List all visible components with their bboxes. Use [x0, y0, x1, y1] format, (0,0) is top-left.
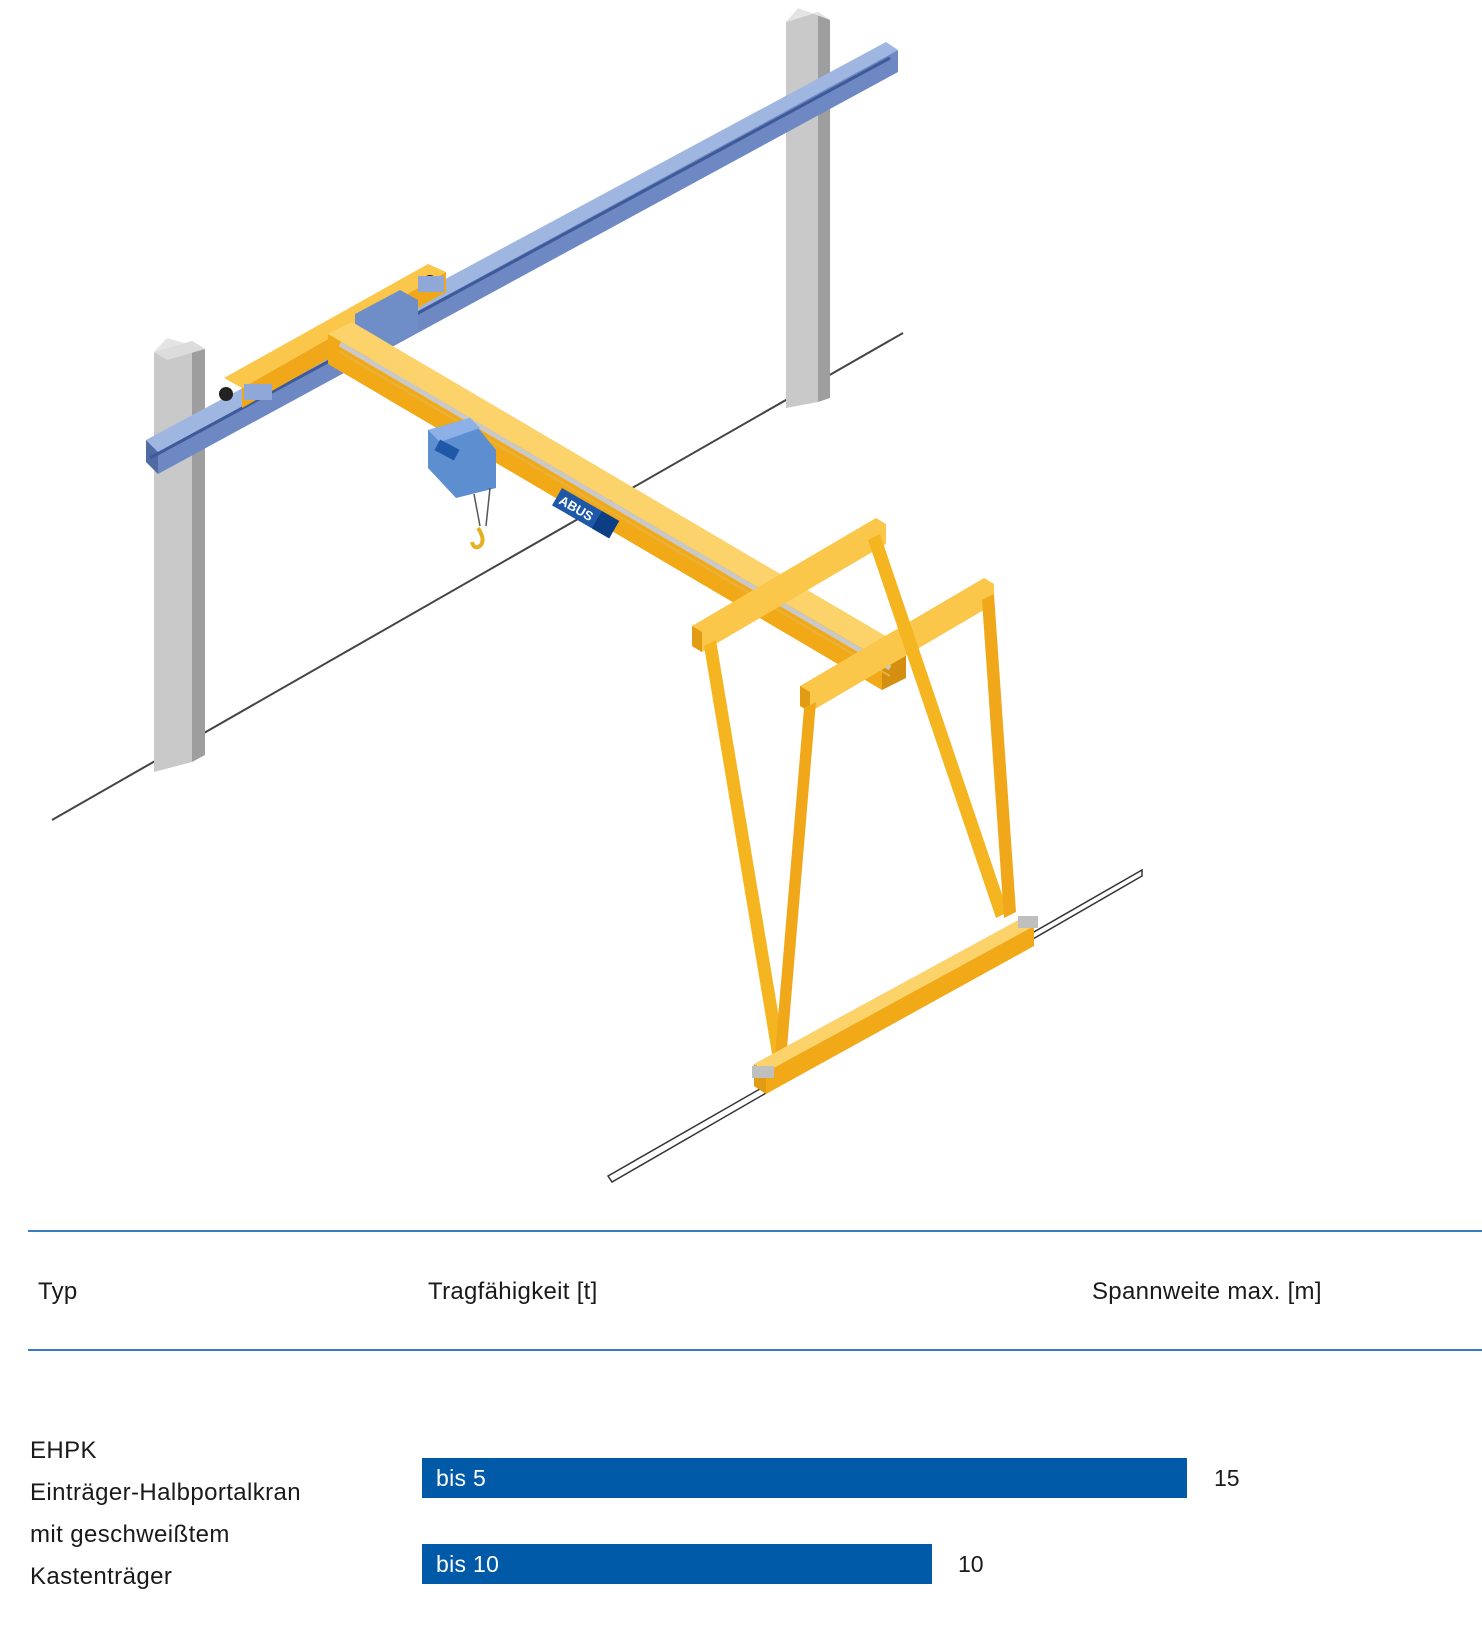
header-tragfaehigkeit: Tragfähigkeit [t] [428, 1278, 598, 1305]
capacity-bar-2: bis 10 [422, 1544, 932, 1584]
gantry-portal [692, 518, 1038, 1094]
left-column [154, 338, 205, 772]
header-rule [28, 1349, 1482, 1351]
type-name-line3: Kastenträger [30, 1563, 173, 1590]
type-code: EHPK [30, 1437, 97, 1464]
header-spannweite: Spannweite max. [m] [1092, 1278, 1322, 1305]
capacity-bar-2-label: bis 10 [436, 1551, 500, 1577]
header-typ: Typ [38, 1278, 78, 1305]
type-name-line2: mit geschweißtem [30, 1521, 230, 1548]
runway-rail [146, 42, 898, 474]
crane-illustration: ABUS [51, 8, 1143, 1184]
type-name-line1: Einträger-Halbportalkran [30, 1479, 302, 1506]
capacity-bar-1: bis 5 [422, 1458, 1187, 1498]
capacity-bar-1-label: bis 5 [436, 1465, 487, 1491]
span-value-2: 10 [958, 1551, 984, 1577]
top-rule [28, 1230, 1482, 1232]
span-value-1: 15 [1214, 1465, 1240, 1491]
right-column [786, 8, 830, 408]
hoist [428, 418, 496, 550]
